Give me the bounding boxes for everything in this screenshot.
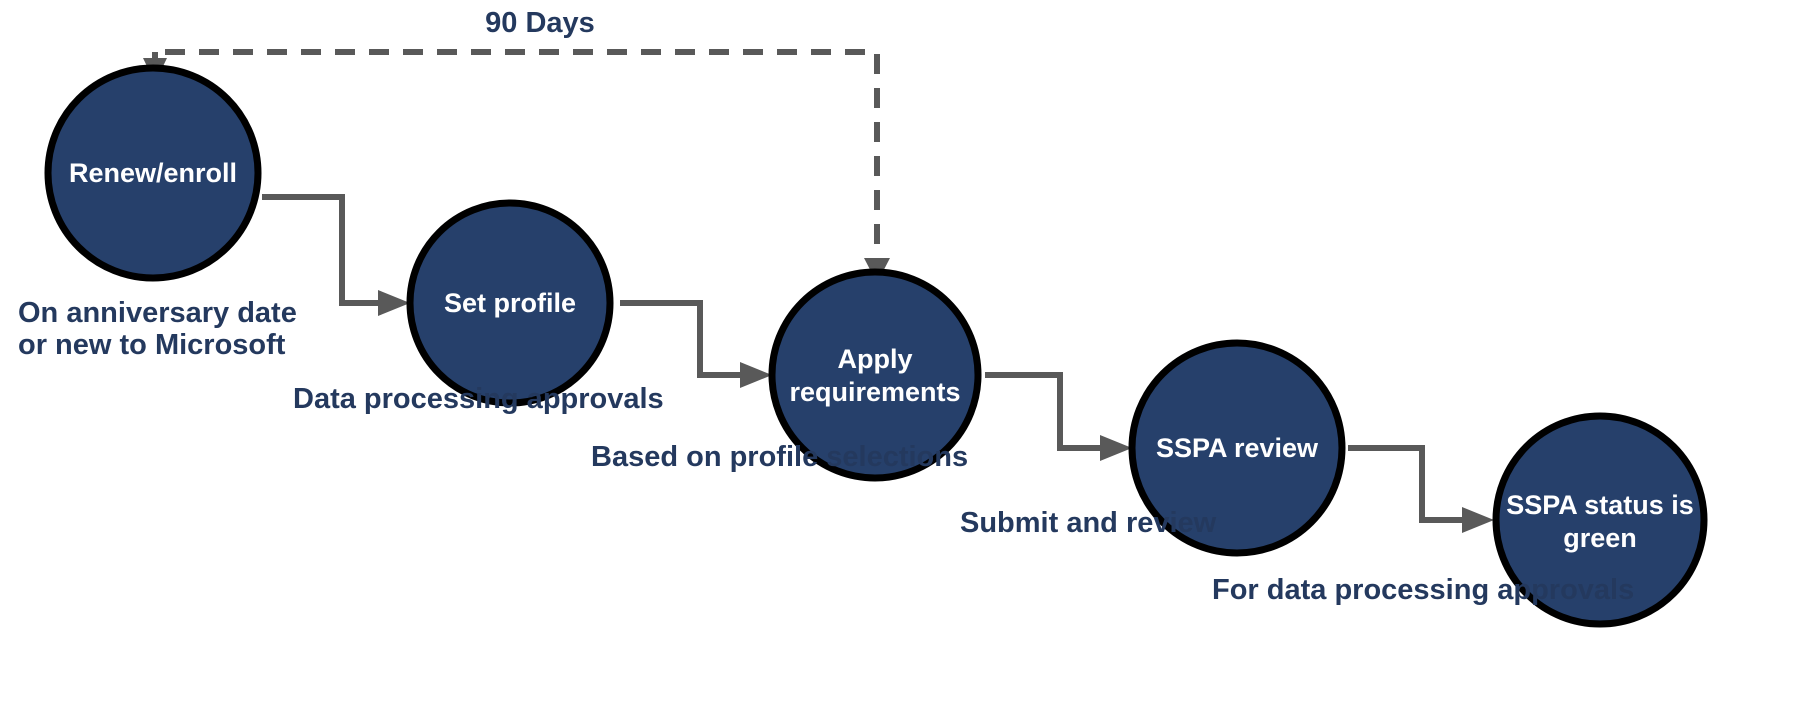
edge-renew-to-setprofile-arrow: [378, 290, 410, 316]
node-apply-requirements[interactable]: Apply requirements: [768, 268, 982, 482]
node-apply-requirements-shape[interactable]: [768, 268, 982, 482]
node-apply-requirements-label-line2: requirements: [789, 377, 960, 407]
node-sspa-status-green-label-line2: green: [1563, 523, 1637, 553]
node-sspa-status-green[interactable]: SSPA status is green: [1492, 412, 1708, 628]
edge-setprofile-to-apply-arrow: [740, 362, 772, 388]
node-set-profile[interactable]: Set profile: [406, 199, 614, 407]
node-renew-enroll-label: Renew/enroll: [69, 158, 237, 188]
node-renew-enroll-shape[interactable]: [44, 64, 262, 282]
caption-set-profile-line1: Data processing approvals: [293, 383, 664, 415]
edge-sspareview-to-status-arrow: [1462, 507, 1494, 533]
edge-sspareview-to-status: [1348, 445, 1494, 533]
node-set-profile-shape[interactable]: [406, 199, 614, 407]
edge-setprofile-to-apply-path: [620, 300, 758, 378]
node-sspa-review-label: SSPA review: [1156, 433, 1319, 463]
loop-edge-label: 90 Days: [485, 7, 595, 39]
loop-edge-90-days: 90 Days: [143, 7, 890, 283]
caption-sspa-review-line1: Submit and review: [960, 507, 1217, 539]
edge-apply-to-sspareview: [985, 372, 1132, 461]
node-apply-requirements-label-line1: Apply: [837, 344, 912, 374]
edge-sspareview-to-status-path: [1348, 445, 1480, 523]
edge-renew-to-setprofile: [262, 194, 410, 316]
node-sspa-status-green-shape[interactable]: [1492, 412, 1708, 628]
node-set-profile-label: Set profile: [444, 288, 576, 318]
edge-setprofile-to-apply: [620, 300, 772, 388]
edge-apply-to-sspareview-path: [985, 372, 1118, 451]
node-sspa-status-green-label-line1: SSPA status is: [1506, 490, 1694, 520]
node-sspa-review-shape[interactable]: [1128, 339, 1346, 557]
edge-apply-to-sspareview-arrow: [1100, 435, 1132, 461]
caption-apply-requirements-line1: Based on profile selections: [591, 441, 968, 473]
caption-renew-enroll-line2: or new to Microsoft: [18, 329, 286, 361]
caption-sspa-status-green-line1: For data processing approvals: [1212, 574, 1634, 606]
node-renew-enroll[interactable]: Renew/enroll: [44, 64, 262, 282]
loop-edge-dashed-path: [155, 49, 880, 278]
caption-renew-enroll-line1: On anniversary date: [18, 297, 297, 329]
edge-renew-to-setprofile-path: [262, 194, 397, 306]
node-sspa-review[interactable]: SSPA review: [1128, 339, 1346, 557]
